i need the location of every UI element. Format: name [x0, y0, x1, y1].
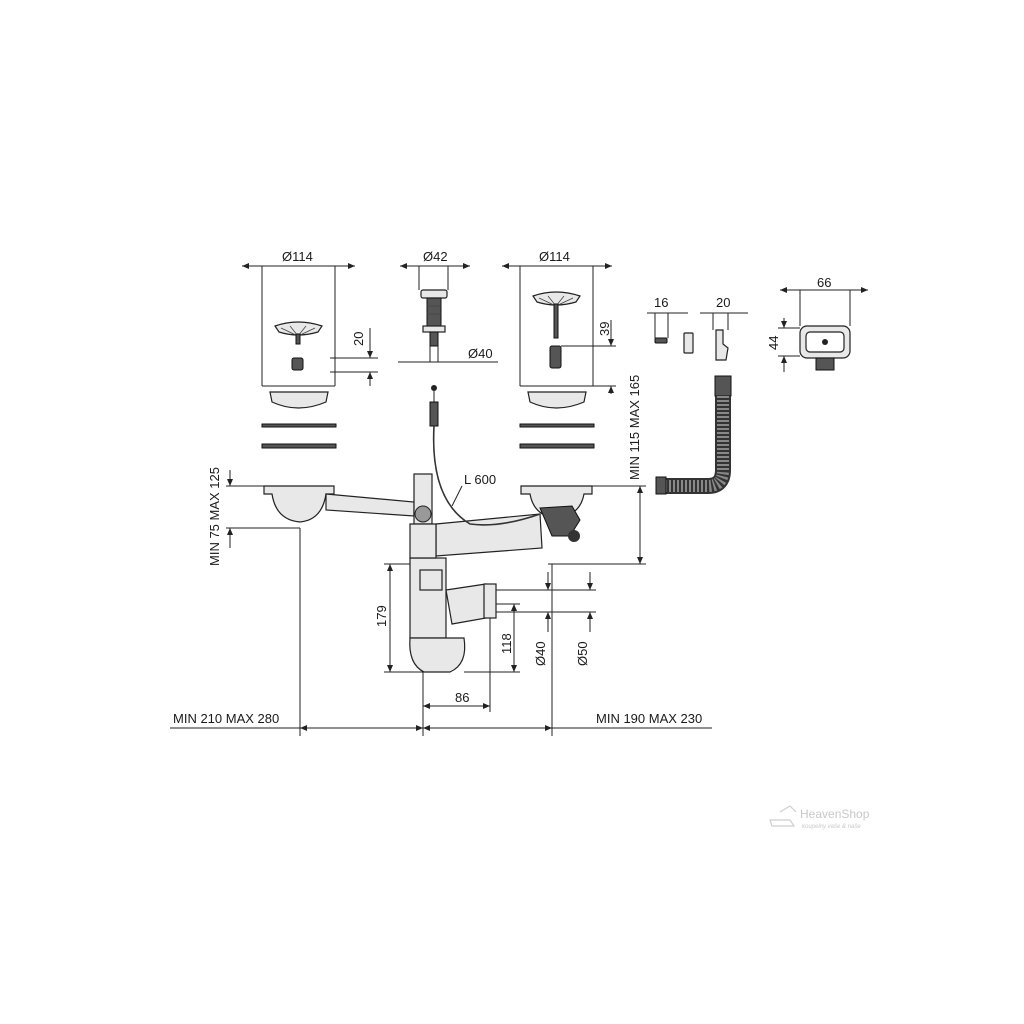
watermark-tagline: koupelny vaše & naše: [802, 824, 861, 830]
clip-width-label: 16: [654, 295, 668, 310]
left-strainer-height-label: 20: [351, 332, 366, 346]
right-span-label: MIN 190 MAX 230: [596, 711, 702, 726]
right-strainer-diameter-label: Ø114: [539, 249, 570, 264]
overflow-grille-detail: [778, 287, 868, 372]
cable-length-label: L 600: [464, 472, 496, 487]
overflow-cap-detail: [398, 263, 498, 363]
cable-leader-line: [451, 485, 463, 507]
overflow-hose: [655, 375, 732, 495]
outlet-height-label: 118: [499, 633, 514, 654]
hook-detail: [700, 312, 748, 361]
grille-width-label: 66: [817, 275, 831, 290]
right-strainer-height-label: 39: [597, 322, 612, 336]
clip-detail: [647, 312, 694, 354]
left-strainer-detail: [242, 263, 378, 449]
left-drop-label: MIN 75 MAX 125: [207, 467, 222, 566]
right-strainer-detail: [502, 263, 616, 449]
overflow-outlet-diameter-label: Ø40: [468, 346, 493, 361]
right-drop-label: MIN 115 MAX 165: [627, 375, 642, 480]
outlet-d40-label: Ø40: [533, 641, 548, 666]
left-span-label: MIN 210 MAX 280: [173, 711, 279, 726]
left-strainer-diameter-label: Ø114: [282, 249, 313, 264]
outlet-d50-label: Ø50: [575, 641, 590, 666]
watermark-brand: HeavenShop: [800, 807, 870, 821]
assembly-dimension-lines: [170, 470, 712, 736]
grille-height-label: 44: [766, 336, 781, 350]
trap-height-label: 179: [374, 605, 389, 627]
main-assembly: [263, 385, 593, 673]
trap-offset-label: 86: [455, 690, 469, 705]
watermark-logo: [769, 805, 797, 827]
overflow-cap-diameter-label: Ø42: [423, 249, 448, 264]
hook-width-label: 20: [716, 295, 730, 310]
